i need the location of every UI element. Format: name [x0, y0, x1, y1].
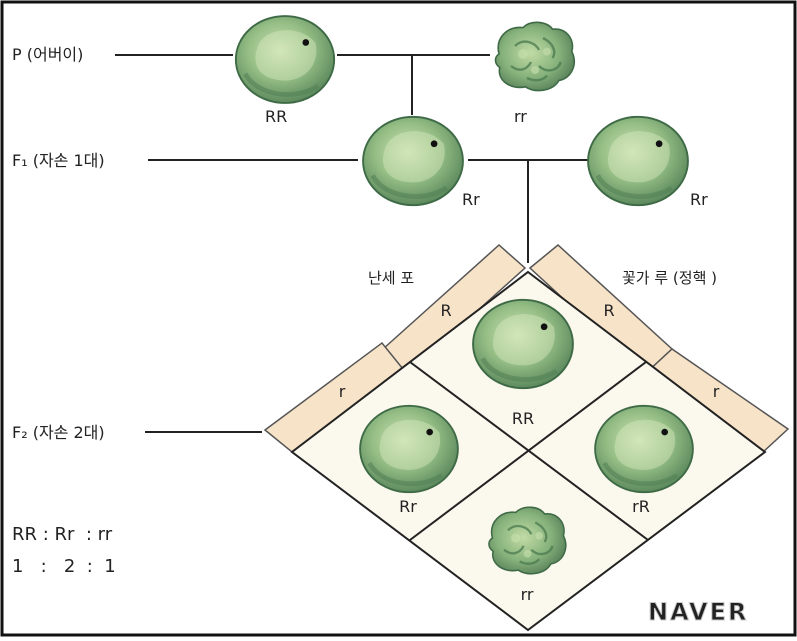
ratio-numbers: 1 : 2 : 1: [12, 556, 116, 577]
f2-cell-top: RR: [512, 409, 534, 428]
label-f1-generation: F₁ (자손 1대): [12, 151, 105, 170]
egg-gamete-top: R: [440, 301, 451, 320]
egg-gamete-bottom: r: [339, 382, 346, 401]
pollen-header: 꽃가 루 (정핵 ): [622, 269, 717, 287]
pea-p-wrinkled-icon: [495, 22, 574, 90]
genotype-p-right: rr: [514, 107, 527, 126]
pea-f2-left-icon: [360, 406, 458, 492]
f2-cell-left: Rr: [399, 497, 417, 516]
genotype-p-left: RR: [265, 107, 287, 126]
naver-watermark: NAVER: [648, 598, 748, 626]
pea-p-round-icon: [236, 16, 334, 103]
pea-f2-top-icon: [473, 300, 573, 388]
pea-f1-right-icon: [588, 117, 688, 205]
genotype-f1-right: Rr: [690, 190, 708, 209]
pea-f2-right-icon: [595, 406, 693, 492]
genotype-f1-left: Rr: [462, 190, 480, 209]
ratio-genotypes: RR : Rr : rr: [12, 524, 113, 545]
pollen-gamete-bottom: r: [713, 382, 720, 401]
f2-cell-bottom: rr: [521, 585, 534, 604]
pollen-gamete-top: R: [603, 301, 614, 320]
label-f2-generation: F₂ (자손 2대): [12, 423, 105, 442]
pea-f2-bottom-icon: [489, 507, 566, 573]
f2-cell-right: rR: [632, 497, 650, 516]
egg-header: 난세 포: [368, 269, 414, 287]
label-p-generation: P (어버이): [12, 45, 83, 64]
pea-f1-left-icon: [363, 117, 463, 205]
